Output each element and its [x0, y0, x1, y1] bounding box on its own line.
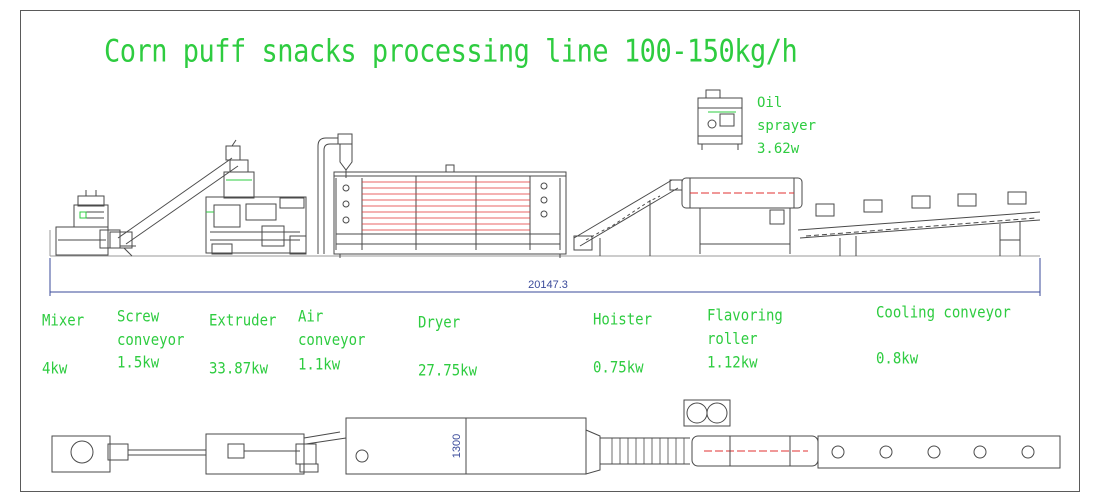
- cooling-conveyor-elevation: [797, 191, 1041, 256]
- mixer-name: Mixer: [42, 312, 85, 331]
- air-conveyor-name-2: conveyor: [298, 331, 366, 350]
- oil-sprayer-name-2: sprayer: [757, 118, 817, 134]
- screw-conveyor-power: 1.5kw: [117, 354, 160, 373]
- mixer-power: 4kw: [42, 360, 68, 379]
- drawing-frame: [20, 10, 1080, 492]
- extruder-elevation: [205, 152, 307, 255]
- oil-sprayer-power: 3.62w: [757, 141, 800, 157]
- air-conveyor-name-1: Air: [298, 308, 324, 327]
- hoister-power: 0.75kw: [593, 359, 644, 378]
- oil-sprayer-drawing: [697, 89, 743, 150]
- flavoring-roller-elevation: [681, 177, 803, 254]
- dryer-label: Dryer: [418, 312, 460, 336]
- extruder-name: Extruder: [209, 312, 277, 331]
- air-conveyor-elevation: [317, 133, 353, 254]
- screw-conveyor-name-2: conveyor: [117, 331, 185, 350]
- plan-width-label: 1300: [451, 434, 463, 458]
- plan-view: [51, 399, 1061, 475]
- flavoring-roller-name-1: Flavoring: [707, 307, 783, 326]
- hoister-elevation: [573, 179, 683, 256]
- mixer-label: Mixer: [42, 310, 84, 334]
- screw-conveyor-name-1: Screw: [117, 308, 160, 327]
- hoister-label: Hoister: [593, 309, 652, 333]
- cooling-conveyor-label: Cooling conveyor: [876, 302, 1011, 326]
- dryer-power: 27.75kw: [418, 362, 478, 381]
- cooling-conveyor-name: Cooling conveyor: [876, 304, 1011, 323]
- air-conveyor-label: Air conveyor: [298, 306, 365, 353]
- flavoring-roller-power: 1.12kw: [707, 354, 758, 373]
- air-conveyor-power: 1.1kw: [298, 356, 341, 375]
- hoister-name: Hoister: [593, 311, 653, 330]
- screw-conveyor-elevation: [109, 139, 241, 257]
- flavoring-roller-label: Flavoring roller: [707, 305, 783, 352]
- screw-conveyor-label: Screw conveyor: [117, 306, 184, 353]
- drawing-title: Corn puff snacks processing line 100-150…: [104, 34, 798, 70]
- extruder-label: Extruder: [209, 310, 276, 334]
- dryer-name: Dryer: [418, 314, 461, 333]
- cooling-conveyor-power: 0.8kw: [876, 350, 919, 369]
- extruder-power: 33.87kw: [209, 360, 269, 379]
- oil-sprayer-label: Oil sprayer 3.62w: [757, 92, 816, 161]
- total-length-dimension: [49, 258, 1041, 296]
- oil-sprayer-name-1: Oil: [757, 95, 783, 111]
- total-length-label: 20147.3: [528, 279, 568, 291]
- flavoring-roller-name-2: roller: [707, 330, 758, 349]
- dryer-elevation: [333, 164, 567, 258]
